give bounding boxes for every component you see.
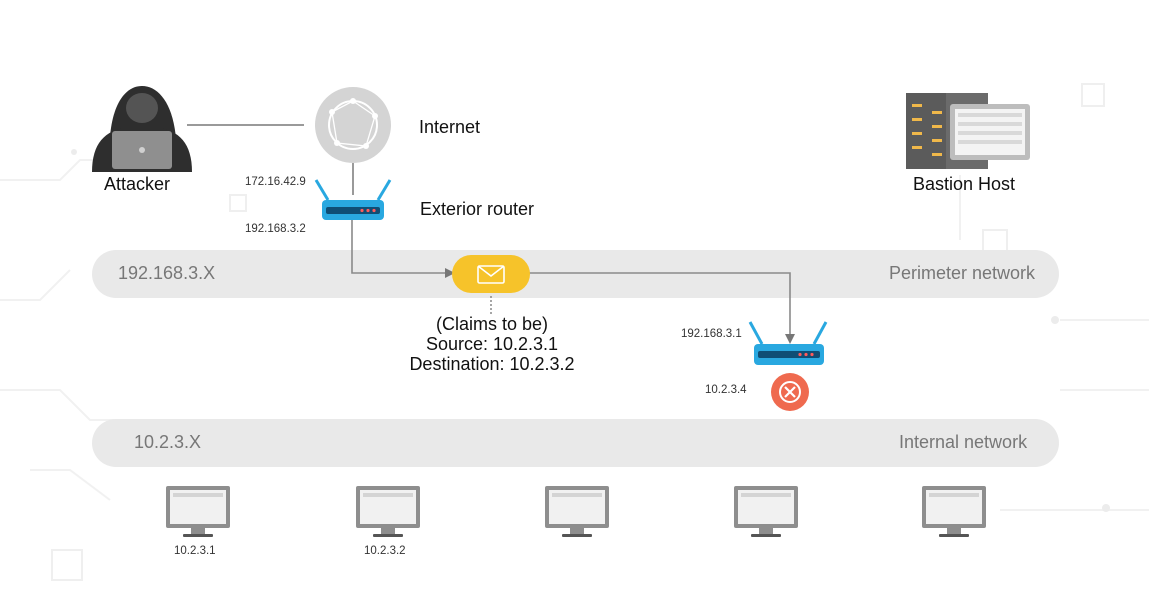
bastion-host-server-icon bbox=[906, 93, 1030, 169]
internal-host-2-icon bbox=[356, 486, 420, 537]
perimeter-network-label: Perimeter network bbox=[889, 263, 1036, 283]
packet-to-router-path bbox=[527, 272, 791, 336]
exterior-router-label: Exterior router bbox=[420, 199, 535, 219]
exterior-router-external-ip: 172.16.42.9 bbox=[245, 176, 306, 188]
arrow-down-icon bbox=[785, 334, 795, 344]
packet-envelope-icon bbox=[452, 255, 530, 293]
host-2-ip: 10.2.3.2 bbox=[364, 545, 406, 557]
exterior-router-icon bbox=[314, 179, 392, 220]
attacker-label: Attacker bbox=[104, 174, 171, 194]
bastion-host-label: Bastion Host bbox=[913, 174, 1016, 194]
arrow-right-icon bbox=[445, 268, 455, 278]
internal-host-3-icon bbox=[545, 486, 609, 537]
router-to-packet-path bbox=[351, 220, 447, 274]
internal-host-1-icon bbox=[166, 486, 230, 537]
attacker-icon bbox=[92, 86, 192, 172]
internal-host-5-icon bbox=[922, 486, 986, 537]
internet-label: Internet bbox=[419, 117, 481, 137]
packet-destination-label: Destination: 10.2.3.2 bbox=[409, 354, 575, 374]
internet-globe-icon bbox=[315, 87, 391, 163]
perimeter-subnet-label: 192.168.3.X bbox=[118, 263, 216, 283]
internal-host-4-icon bbox=[734, 486, 798, 537]
packet-claim-label: (Claims to be) bbox=[435, 314, 549, 334]
internal-subnet-label: 10.2.3.X bbox=[134, 432, 202, 452]
internal-network-label: Internal network bbox=[899, 432, 1028, 452]
interior-router-internal-ip: 10.2.3.4 bbox=[705, 384, 747, 396]
internal-network-band bbox=[92, 419, 1059, 467]
interior-router-perimeter-ip: 192.168.3.1 bbox=[681, 328, 742, 340]
packet-source-label: Source: 10.2.3.1 bbox=[425, 334, 559, 354]
host-1-ip: 10.2.3.1 bbox=[174, 545, 216, 557]
packet-description: (Claims to be) Source: 10.2.3.1 Destinat… bbox=[392, 314, 592, 374]
perimeter-network-band bbox=[92, 250, 1059, 298]
background-dots bbox=[71, 149, 1110, 512]
blocked-x-icon bbox=[771, 373, 809, 411]
exterior-router-internal-ip: 192.168.3.2 bbox=[245, 223, 306, 235]
interior-router-icon bbox=[748, 321, 828, 365]
